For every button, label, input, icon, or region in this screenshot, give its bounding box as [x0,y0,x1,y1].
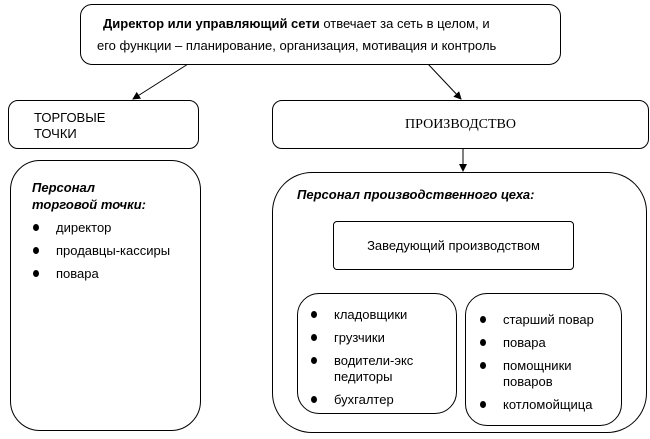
kitchen-staff-box: старший повар повара помощники поваров к… [465,293,622,426]
director-desc: отвечает за сеть в целом, и [319,16,490,31]
retail-label-1: ТОРГОВЫЕ [34,110,106,125]
list-item: грузчики [310,330,440,346]
list-item: кладовщики [310,307,440,323]
director-box: Директор или управляющий сети отвечает з… [80,4,561,65]
list-item: старший повар [479,312,614,328]
director-title: Директор или управляющий сети [103,16,320,31]
production-head-box: Заведующий производством [333,221,574,270]
production-staff-title: Персонал производственного цеха: [297,187,535,202]
arrow-to-production [427,63,462,100]
list-item: продавцы-кассиры [32,243,170,259]
retail-staff-list: директор продавцы-кассиры повара [32,220,170,289]
retail-box: ТОРГОВЫЕ ТОЧКИ [8,100,199,149]
list-item: помощники поваров [479,358,573,390]
arrow-to-retail [132,63,189,100]
retail-staff-title-1: Персонал [32,180,96,195]
production-label: ПРОИЗВОДСТВО [405,117,516,132]
production-head-label: Заведующий производством [367,238,540,253]
director-functions: его функции – планирование, организация,… [97,38,497,53]
retail-staff-title-2: торговой точки: [32,197,146,212]
list-item: повара [479,335,614,351]
list-item: бухгалтер [310,392,440,408]
list-item: водители-экспедиторы [310,353,414,385]
production-staff-box: Персонал производственного цеха: Заведую… [272,172,647,433]
list-item: директор [32,220,170,236]
production-box: ПРОИЗВОДСТВО [272,100,649,149]
retail-staff-box: Персонал торговой точки: директор продав… [10,160,201,431]
retail-label-2: ТОЧКИ [34,126,77,141]
list-item: котломойщица [479,397,614,413]
warehouse-staff-box: кладовщики грузчики водители-экспедиторы… [297,293,457,414]
list-item: повара [32,266,170,282]
